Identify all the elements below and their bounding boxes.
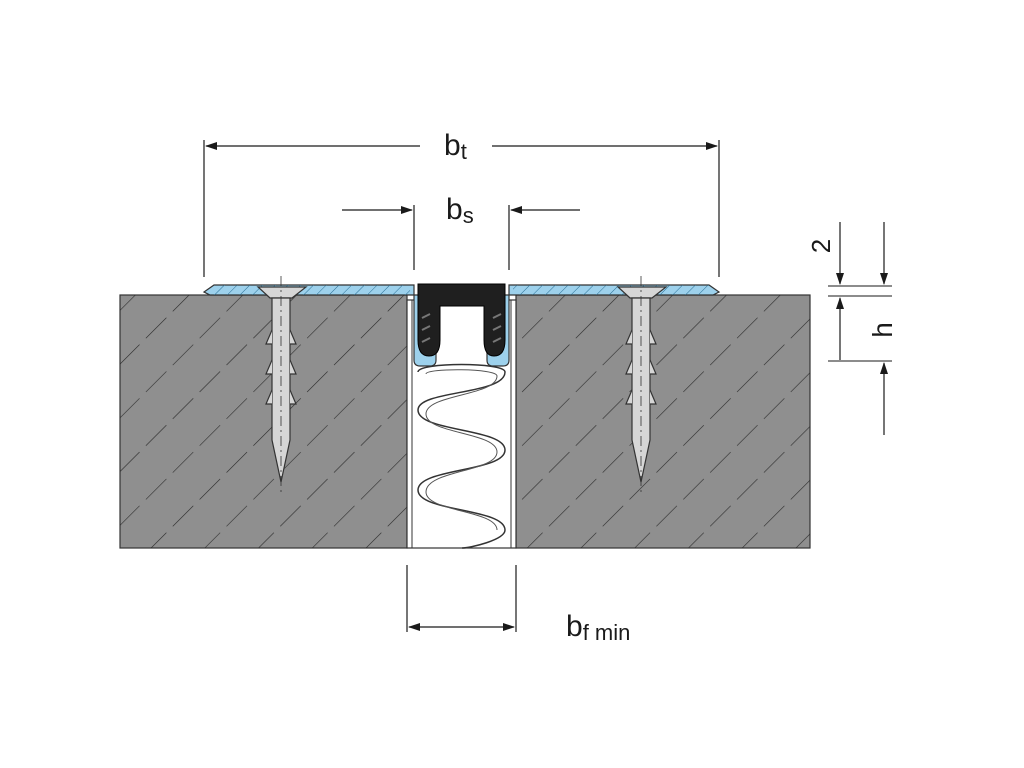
height-label: h (867, 322, 898, 338)
right-concrete-slab (515, 294, 811, 549)
rubber-insert (417, 283, 506, 357)
dimension-thickness (828, 222, 892, 360)
dimension-slot-width (342, 205, 580, 270)
thickness-label: 2 (806, 239, 836, 253)
left-concrete-slab (119, 294, 408, 549)
left-anchor (256, 276, 308, 492)
dimension-height (828, 222, 892, 435)
filler-wave-inner (425, 369, 498, 531)
right-anchor (616, 276, 668, 492)
slot-width-label: bs (446, 193, 474, 228)
joint-width-label: bf min (566, 610, 630, 645)
dimension-total-width (203, 140, 720, 277)
dimension-joint-width (406, 565, 517, 632)
filler-wave (417, 363, 506, 549)
total-width-label: bt (444, 129, 467, 164)
